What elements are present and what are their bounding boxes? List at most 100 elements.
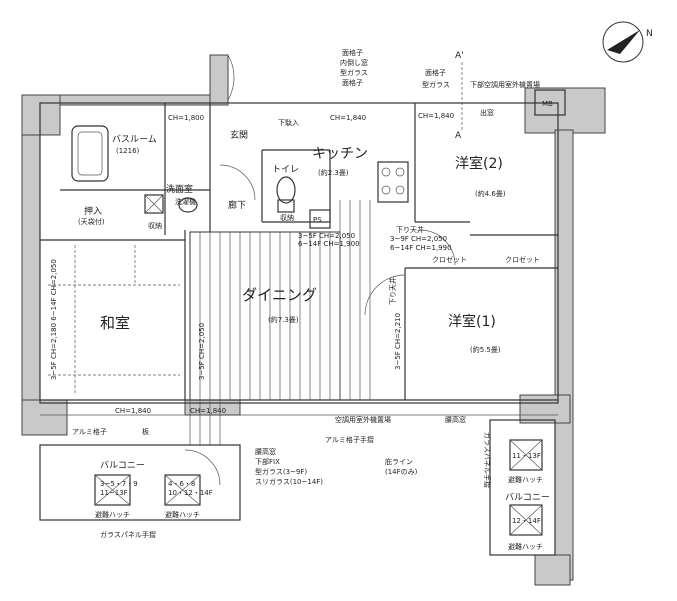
tatami-pattern xyxy=(48,245,180,395)
label-kitchen: キッチン xyxy=(312,146,368,162)
label-hatch-south-1: 避難ハッチ xyxy=(95,510,130,519)
dim-ceiling-lower-b: 6~14F CH=1,900 xyxy=(298,240,360,248)
wall-nw xyxy=(21,94,61,136)
label-east-hatch-1: 11・13F xyxy=(512,452,541,460)
label-ps: PS xyxy=(313,216,322,224)
label-oshiire: 押入 xyxy=(84,205,102,217)
label-glass-rail: ガラスパネル手摺 xyxy=(100,530,156,539)
label-waist-wall: 腰高窓 xyxy=(445,415,466,424)
label-outdoor-unit: 空調用室外機置場 xyxy=(335,415,391,424)
label-storage-kitchen: 収納 xyxy=(280,213,294,222)
mb-box xyxy=(534,89,566,116)
ps-box xyxy=(309,209,331,229)
label-window-note-1: 腰高窓 xyxy=(255,447,276,456)
dim-ch-1: CH=1,800 xyxy=(168,114,204,122)
label-entrance: 玄関 xyxy=(230,129,248,141)
label-closet2: クロゼット xyxy=(505,255,540,264)
note-lattice-2b: 型ガラス xyxy=(422,80,450,89)
label-corridor: 廊下 xyxy=(228,199,246,211)
entrance-door-arc xyxy=(227,54,235,101)
hatch-3-icon xyxy=(509,439,543,471)
label-hatch-south-2: 避難ハッチ xyxy=(165,510,200,519)
dim-ceiling-lower-a: 3~5F CH=2,050 xyxy=(298,232,355,240)
dim-dining-ch: 3~5F CH=2,050 xyxy=(198,323,206,380)
dim-ch-3: CH=1,840 xyxy=(418,112,454,120)
toilet-icon xyxy=(276,176,296,204)
toilet-tank-icon xyxy=(277,199,295,213)
label-western2: 洋室(2) xyxy=(455,155,503,172)
label-mb: MB xyxy=(542,100,553,108)
label-storage-shoe: 収納 xyxy=(148,221,162,230)
note-lattice-1a: 面格子 xyxy=(342,48,363,57)
dim-balcony-ch-2: CH=1,840 xyxy=(190,407,226,415)
label-east-hatch-label-2: 避難ハッチ xyxy=(508,542,543,551)
label-toilet: トイレ xyxy=(272,165,299,175)
label-glass-rail-vertical: ガラスパネル手摺 xyxy=(483,432,492,488)
balcony-south xyxy=(39,444,241,521)
wall-se-bottom xyxy=(534,554,571,586)
label-board: 板 xyxy=(142,427,149,436)
label-bathroom-size: (1216) xyxy=(116,147,140,155)
dim-ceiling-lower2-b: 3~9F CH=2,050 xyxy=(390,235,447,243)
dim-ceiling-lower2-a: 下り天井 xyxy=(396,225,424,234)
dim-western1-ch: 3~5F CH=2,210 xyxy=(394,313,402,370)
label-hatch-1a: 3~5・7・9 xyxy=(100,480,138,488)
label-washroom: 洗面室 xyxy=(166,183,193,195)
w1-door-arc xyxy=(364,274,406,316)
note-lattice-1b: 内倒し窓 xyxy=(340,58,368,67)
hatch-1-icon xyxy=(94,474,131,506)
label-laundry: 洗濯機 xyxy=(175,197,196,206)
label-japanese: 和室 xyxy=(100,314,130,332)
label-balcony-south: バルコニー xyxy=(100,460,145,471)
section-mark-top: A' xyxy=(455,51,464,61)
label-hatch-2b: 10・12・14F xyxy=(168,489,213,497)
label-kitchen-size: (約2.3畳) xyxy=(318,168,349,177)
label-shoe-storage: 下駄入 xyxy=(278,118,299,127)
label-eave-line-2: (14Fのみ) xyxy=(385,468,418,476)
compass-north-label: N xyxy=(646,29,653,39)
corridor-door-arc xyxy=(219,164,256,201)
bathtub-inner-icon xyxy=(77,131,103,176)
stove-icon xyxy=(377,161,409,203)
w2-door-arc xyxy=(419,229,456,266)
balcony-door-arc xyxy=(184,449,221,486)
label-east-hatch-2: 12・14F xyxy=(512,517,541,525)
dining-floor-pattern xyxy=(189,200,371,445)
label-western2-size: (約4.6畳) xyxy=(475,189,506,198)
label-oshiire-note: (天袋付) xyxy=(78,217,105,226)
note-outdoor-unit: 下部空調用室外機置場 xyxy=(470,80,540,89)
note-lattice-2a: 面格子 xyxy=(425,68,446,77)
bathtub-icon xyxy=(71,125,109,182)
wall-se xyxy=(519,394,571,424)
label-window-note-2: 下部FIX xyxy=(255,457,280,466)
wall-west xyxy=(21,134,41,436)
hatch-4-icon xyxy=(509,504,543,536)
label-window-note-4: スリガラス(10~14F) xyxy=(255,477,323,486)
washer-icon xyxy=(144,194,164,214)
wall-entrance xyxy=(209,54,229,106)
label-eave-line-1: 庇ライン xyxy=(385,457,413,466)
label-window-note-3: 型ガラス(3~9F) xyxy=(255,467,307,476)
label-closet1: クロゼット xyxy=(432,255,467,264)
unit-outline xyxy=(39,102,559,404)
dim-ceiling-lower2-c: 6~14F CH=1,990 xyxy=(390,244,452,252)
section-mark-bottom: A xyxy=(455,131,462,141)
balcony-east xyxy=(489,419,556,556)
note-lattice-1c: 型ガラス xyxy=(340,68,368,77)
label-balcony-east: バルコニー xyxy=(505,492,550,503)
label-dining: ダイニング xyxy=(242,286,317,304)
compass-arrow-icon xyxy=(602,21,644,63)
note-bay-window: 出窓 xyxy=(480,108,494,117)
label-aluminum-rail-2: アルミ格子手摺 xyxy=(325,435,374,444)
label-hatch-2a: 4・6・8 xyxy=(168,480,195,488)
dim-ceiling-label: 下り天井 xyxy=(388,277,397,305)
label-western1-size: (約5.5畳) xyxy=(470,345,501,354)
dim-balcony-ch-1: CH=1,840 xyxy=(115,407,151,415)
dim-japanese-ch: 3~5F CH=2,180 6~14F CH=2,050 xyxy=(50,259,58,380)
note-lattice-1d: 面格子 xyxy=(342,78,363,87)
label-hatch-1b: 11~13F xyxy=(100,489,128,497)
label-dining-size: (約7.3畳) xyxy=(268,315,299,324)
sink-icon xyxy=(178,197,198,213)
hatch-2-icon xyxy=(164,474,201,506)
